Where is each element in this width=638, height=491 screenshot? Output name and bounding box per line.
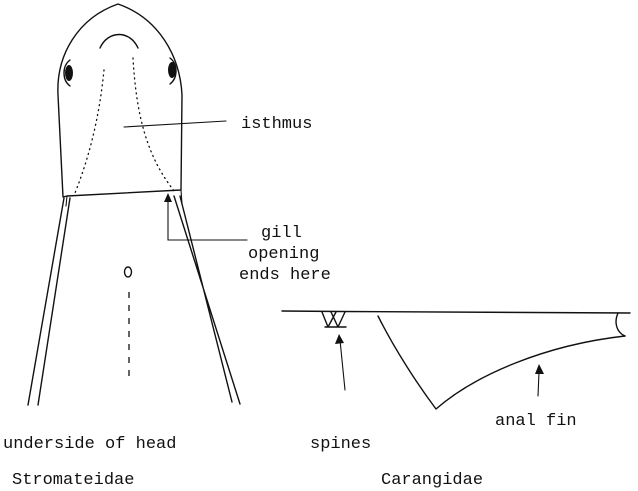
left-eye-pupil	[65, 65, 73, 81]
anal-fin-leader	[538, 372, 539, 396]
gill-label-line1: gill	[261, 224, 302, 243]
stromateidae-head-figure	[28, 4, 240, 405]
vent-circle	[125, 267, 132, 277]
right-eye-pupil	[168, 62, 176, 78]
carangidae-fin-figure	[282, 311, 630, 409]
gill-label-line2: opening	[248, 245, 319, 264]
isthmus-label: isthmus	[241, 115, 312, 134]
spines-arrowhead	[335, 334, 344, 344]
gill-label-line3: ends here	[239, 266, 331, 285]
right-pectoral-fin	[174, 196, 240, 404]
spines-label: spines	[310, 435, 371, 454]
spines-leader	[340, 340, 345, 390]
caption-stromateidae: Stromateidae	[12, 471, 134, 490]
detached-spines	[322, 312, 346, 327]
head-outline	[58, 4, 182, 197]
isthmus-leader	[124, 121, 226, 127]
gill-leader	[168, 198, 247, 240]
anal-fin-label: anal fin	[495, 412, 577, 431]
anal-fin-arrowhead	[535, 364, 544, 374]
underside-label: underside of head	[3, 435, 176, 454]
isthmus-border-left	[75, 70, 104, 193]
left-pectoral-fin	[28, 198, 70, 405]
body-side-left	[66, 196, 67, 206]
caption-carangidae: Carangidae	[381, 471, 483, 490]
caudal-end	[616, 313, 625, 336]
gill-arrowhead	[164, 193, 172, 202]
snout-curve	[100, 35, 138, 49]
anal-fin-outline	[378, 316, 625, 409]
body-baseline	[282, 311, 630, 313]
